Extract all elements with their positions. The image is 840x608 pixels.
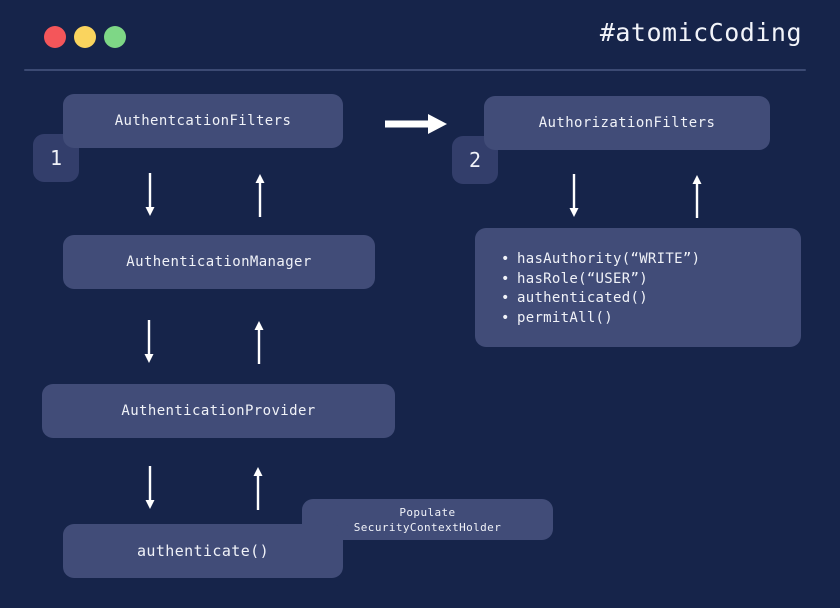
arrow-right-icon bbox=[385, 114, 447, 134]
populate-lines: Populate SecurityContextHolder bbox=[354, 505, 501, 535]
populate-line-1: Populate bbox=[399, 505, 456, 519]
arrow-up-icon-provider-manager bbox=[254, 321, 264, 364]
node-authentication-provider[interactable]: AuthenticationProvider bbox=[42, 384, 395, 438]
node-populate-security-context-holder[interactable]: Populate SecurityContextHolder bbox=[302, 499, 553, 540]
arrow-up-icon-manager-filters bbox=[255, 174, 265, 217]
page-title: #atomicCoding bbox=[599, 18, 802, 47]
list-item: hasAuthority(“WRITE”) bbox=[501, 250, 801, 270]
window-controls bbox=[44, 26, 126, 48]
node-authenticate-label: authenticate() bbox=[136, 542, 270, 560]
arrow-down-icon-filters-manager bbox=[145, 173, 155, 216]
node-authentication-manager-label: AuthenticationManager bbox=[126, 254, 312, 270]
authorization-options-box: hasAuthority(“WRITE”) hasRole(“USER”) au… bbox=[475, 228, 801, 347]
node-authorization-filters-label: AuthorizationFilters bbox=[538, 115, 716, 131]
arrow-down-icon-manager-provider bbox=[144, 320, 154, 363]
node-authentication-filters-label: AuthentcationFilters bbox=[114, 113, 292, 129]
node-authentication-manager[interactable]: AuthenticationManager bbox=[63, 235, 375, 289]
arrow-down-icon-authz-options bbox=[569, 174, 579, 217]
step-badge-1-label: 1 bbox=[49, 146, 63, 170]
populate-line-2: SecurityContextHolder bbox=[353, 520, 502, 534]
arrow-up-icon-authenticate-provider bbox=[253, 467, 263, 510]
node-authorization-filters[interactable]: AuthorizationFilters bbox=[484, 96, 770, 150]
step-badge-2-label: 2 bbox=[468, 148, 482, 172]
arrow-up-icon-options-authz bbox=[692, 175, 702, 218]
minimize-dot[interactable] bbox=[74, 26, 96, 48]
list-item: permitAll() bbox=[501, 309, 801, 329]
maximize-dot[interactable] bbox=[104, 26, 126, 48]
header-divider bbox=[24, 69, 806, 71]
authorization-options-list: hasAuthority(“WRITE”) hasRole(“USER”) au… bbox=[501, 250, 801, 328]
close-dot[interactable] bbox=[44, 26, 66, 48]
node-authentication-provider-label: AuthenticationProvider bbox=[121, 403, 316, 419]
list-item: authenticated() bbox=[501, 289, 801, 309]
node-authentication-filters[interactable]: AuthentcationFilters bbox=[63, 94, 343, 148]
node-authenticate[interactable]: authenticate() bbox=[63, 524, 343, 578]
arrow-down-icon-provider-authenticate bbox=[145, 466, 155, 509]
list-item: hasRole(“USER”) bbox=[501, 270, 801, 290]
